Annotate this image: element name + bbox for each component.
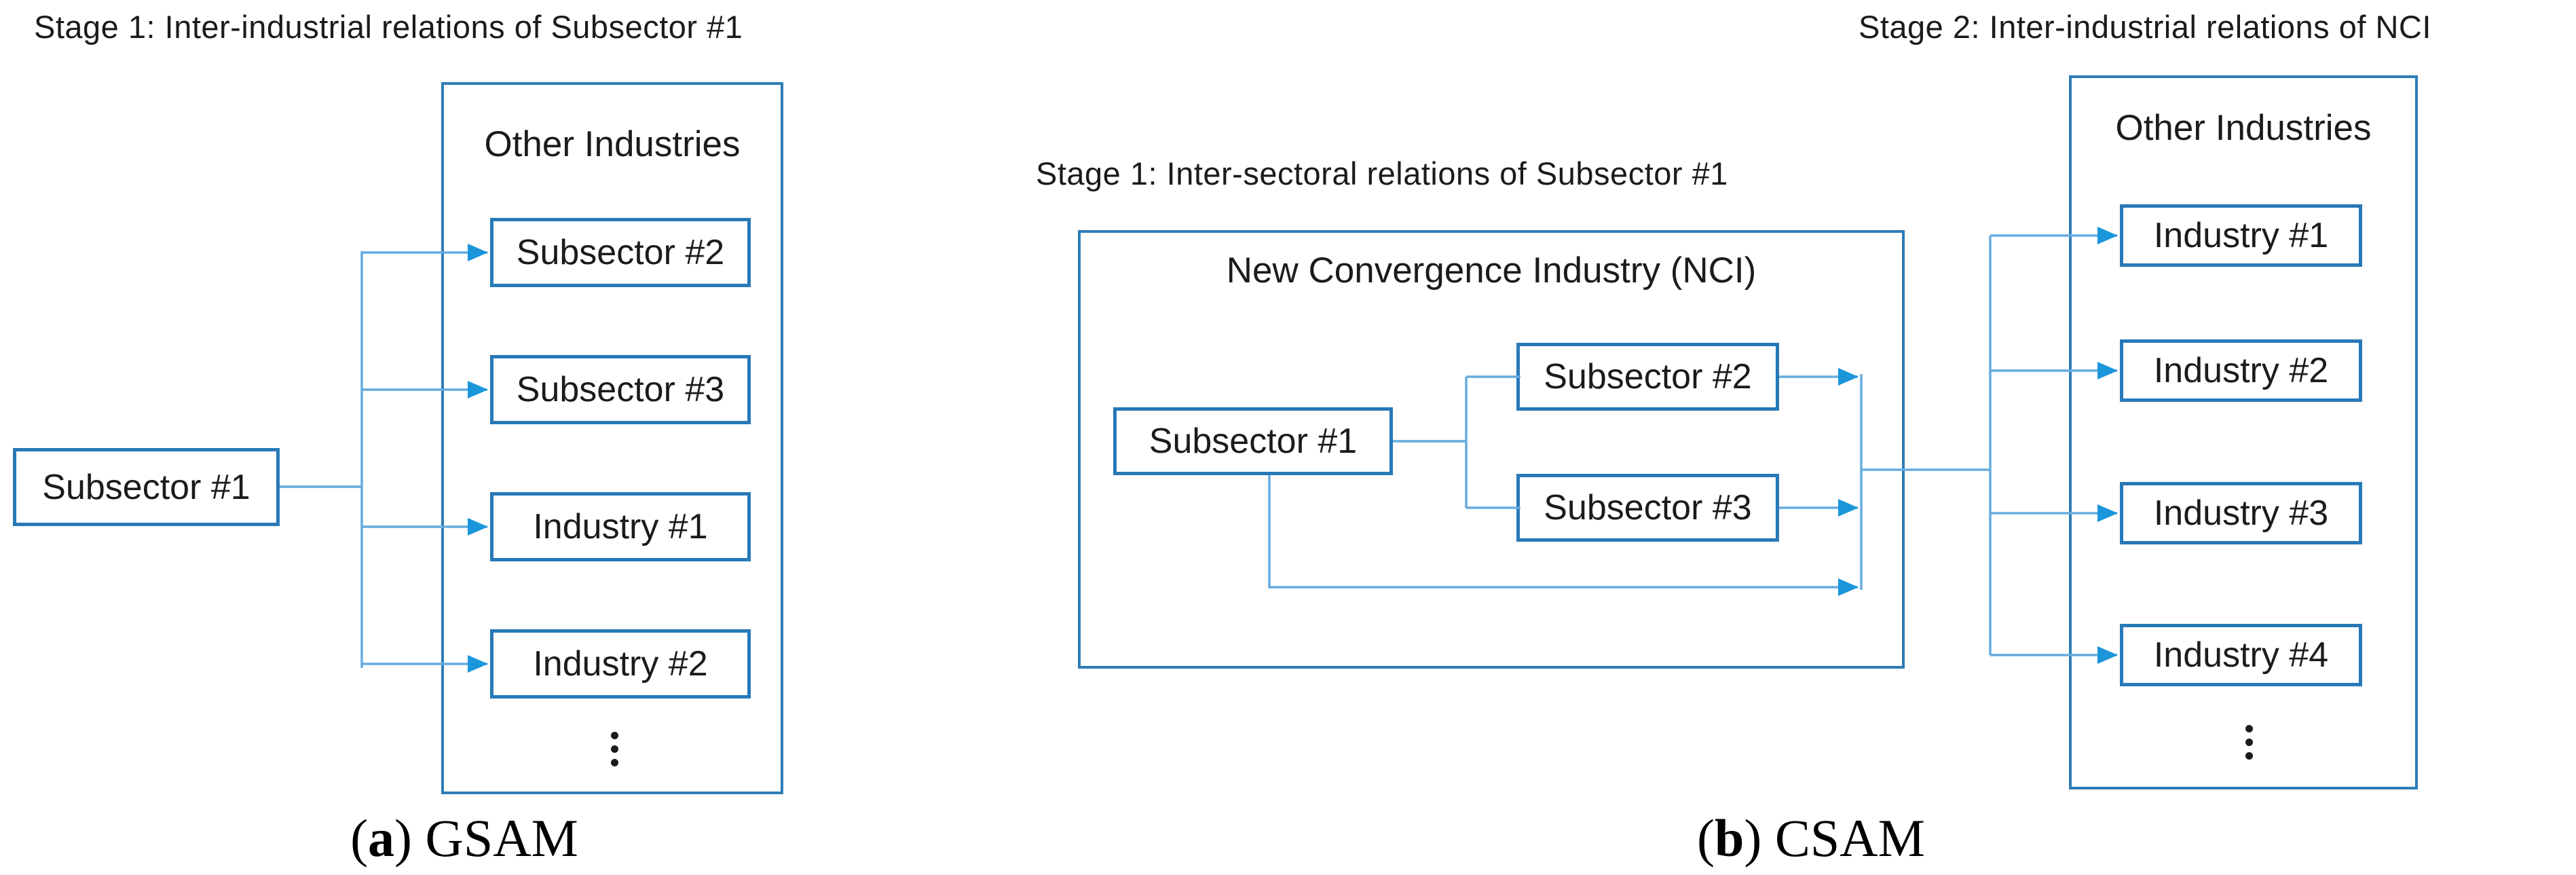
- csam-nci-container: [1078, 230, 1905, 669]
- gsam-item-box: Subsector #2: [490, 218, 751, 287]
- gsam-stage1-title: Stage 1: Inter-industrial relations of S…: [34, 9, 743, 45]
- csam-other-industries-title: Other Industries: [2115, 108, 2372, 148]
- gsam-subsector-1-label: Subsector #1: [42, 467, 250, 507]
- gsam-item-box: Industry #1: [490, 492, 751, 561]
- csam-item-box: Industry #3: [2120, 482, 2362, 544]
- gsam-subsector-1-box: Subsector #1: [13, 448, 280, 526]
- gsam-item-label: Subsector #3: [516, 370, 725, 409]
- csam-item-box: Industry #4: [2120, 624, 2362, 686]
- csam-stage2-title: Stage 2: Inter-industrial relations of N…: [1859, 9, 2431, 45]
- csam-item-label: Industry #1: [2153, 216, 2329, 255]
- caption-paren: (: [1697, 808, 1715, 868]
- csam-subsector-1-label: Subsector #1: [1149, 422, 1358, 461]
- gsam-item-label: Industry #2: [533, 644, 708, 684]
- csam-item-label: Industry #2: [2153, 351, 2329, 390]
- csam-item-label: Industry #4: [2153, 635, 2329, 675]
- csam-nci-item-box: Subsector #2: [1516, 343, 1779, 411]
- vertical-ellipsis-icon: [2245, 722, 2253, 762]
- csam-nci-item-label: Subsector #3: [1544, 488, 1752, 527]
- gsam-item-box: Subsector #3: [490, 355, 751, 424]
- vertical-ellipsis-icon: [611, 728, 618, 769]
- csam-item-box: Industry #2: [2120, 339, 2362, 402]
- csam-other-industries-container: [2069, 75, 2418, 789]
- csam-stage1-title: Stage 1: Inter-sectoral relations of Sub…: [1036, 155, 1728, 191]
- csam-nci-title: New Convergence Industry (NCI): [1226, 250, 1757, 291]
- caption-paren: (: [350, 808, 369, 868]
- caption-letter: a: [368, 808, 395, 868]
- gsam-other-industries-container: [441, 82, 783, 794]
- gsam-item-label: Subsector #2: [516, 233, 725, 272]
- csam-subsector-1-box: Subsector #1: [1113, 407, 1393, 475]
- csam-item-label: Industry #3: [2153, 494, 2329, 533]
- caption-text: ) GSAM: [394, 808, 578, 868]
- gsam-item-box: Industry #2: [490, 629, 751, 699]
- gsam-caption: (a) GSAM: [308, 808, 620, 869]
- gsam-item-label: Industry #1: [533, 507, 708, 546]
- csam-nci-item-box: Subsector #3: [1516, 474, 1779, 542]
- gsam-other-industries-title: Other Industries: [484, 124, 741, 164]
- csam-nci-item-label: Subsector #2: [1544, 357, 1752, 396]
- csam-item-box: Industry #1: [2120, 204, 2362, 267]
- csam-caption: (b) CSAM: [1655, 808, 1967, 869]
- caption-letter: b: [1715, 808, 1744, 868]
- caption-text: ) CSAM: [1744, 808, 1925, 868]
